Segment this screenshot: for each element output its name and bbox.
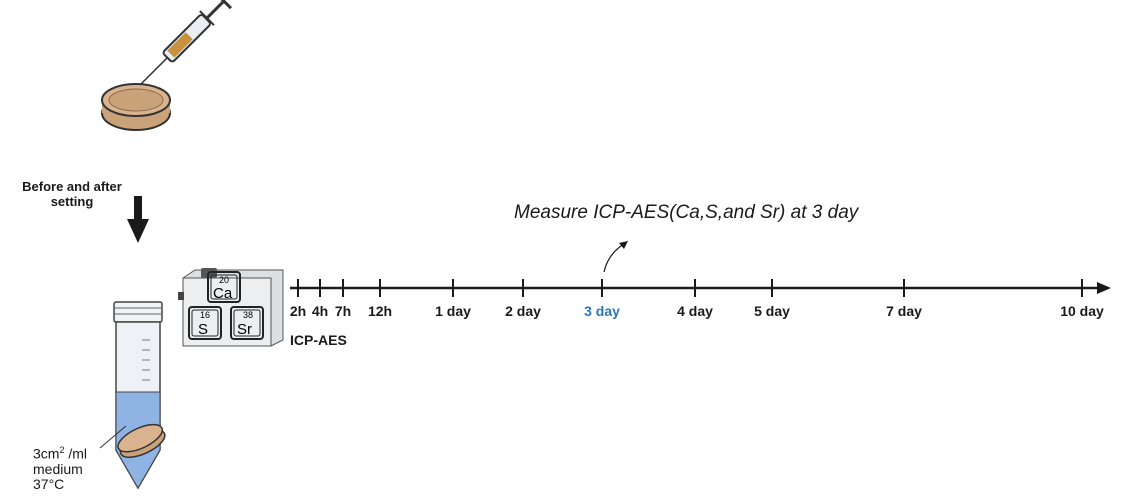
timeline-tick-label: 2 day xyxy=(505,303,541,319)
measure-note: Measure ICP-AES(Ca,S,and Sr) at 3 day xyxy=(514,202,859,223)
element-tile-sr xyxy=(230,306,264,340)
timeline-tick-label: 10 day xyxy=(1060,303,1104,319)
conditions-line3: 37°C xyxy=(33,475,65,492)
element-number-sr: 38 xyxy=(243,310,253,320)
timeline-tick-label: 7 day xyxy=(886,303,922,319)
timeline-tick-label: 3 day xyxy=(584,303,620,319)
timeline-tick-label: 12h xyxy=(367,303,393,319)
element-tile-s xyxy=(188,306,222,340)
element-symbol-ca: Ca xyxy=(213,285,233,302)
conditions-label: 3cm2 /ml medium 37°C xyxy=(33,443,87,492)
timeline-tick-label: 5 day xyxy=(754,303,790,319)
timeline xyxy=(290,279,1111,297)
petri-dish-icon xyxy=(101,83,171,131)
pointer-arrow-icon xyxy=(603,241,628,273)
element-symbol-s: S xyxy=(198,321,208,338)
conditions-line1-suffix: /ml xyxy=(64,445,88,462)
timeline-tick-label: 2h xyxy=(289,303,307,319)
element-tile-ca xyxy=(207,271,241,303)
syringe-icon xyxy=(137,0,233,88)
step-label-line2: setting xyxy=(50,193,94,209)
timeline-tick-label: 4h xyxy=(311,303,329,319)
conditions-line2: medium xyxy=(33,460,83,477)
instrument-label: ICP-AES xyxy=(290,332,347,348)
falcon-tube-icon xyxy=(99,301,166,490)
element-symbol-sr: Sr xyxy=(237,321,252,338)
timeline-tick-label: 4 day xyxy=(677,303,713,319)
conditions-line1-prefix: 3cm xyxy=(33,445,60,462)
timeline-tick-label: 7h xyxy=(334,303,352,319)
timeline-arrowhead xyxy=(1097,282,1111,294)
icp-aes-instrument-icon xyxy=(178,268,284,347)
step-label: Before and after setting xyxy=(8,179,136,210)
down-arrow-icon xyxy=(127,196,149,243)
timeline-tick-label: 1 day xyxy=(435,303,471,319)
element-number-ca: 20 xyxy=(219,275,229,285)
conditions-line1: 3cm2 /ml xyxy=(33,443,87,462)
conditions-line1-sup: 2 xyxy=(59,445,65,455)
step-label-line1: Before and after xyxy=(22,179,122,194)
element-number-s: 16 xyxy=(200,310,210,320)
